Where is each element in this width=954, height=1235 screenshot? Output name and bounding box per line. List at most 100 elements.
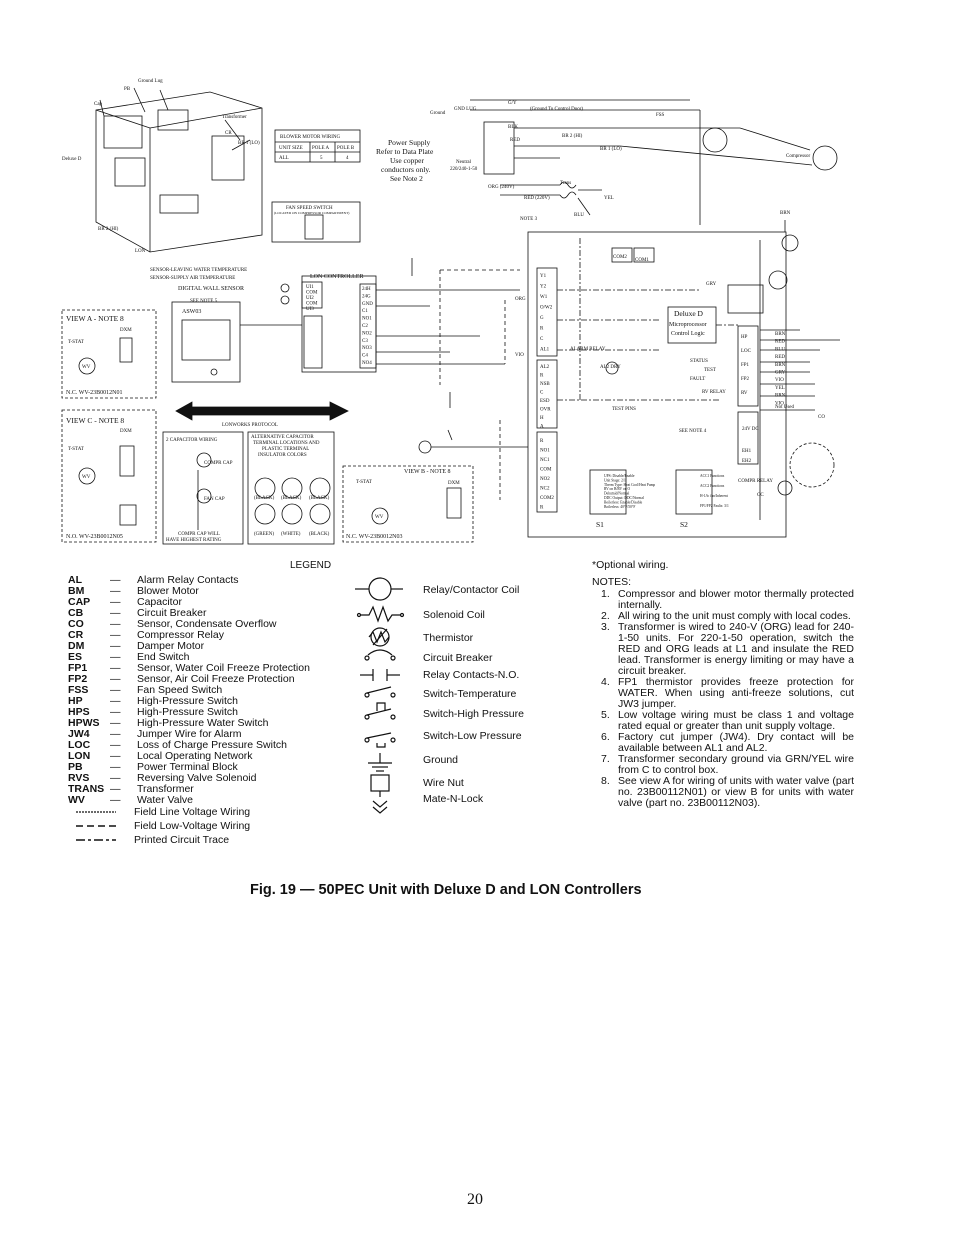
legend-entry: FP2—Sensor, Air Coil Freeze Protection	[68, 674, 295, 685]
unit-label-transformer: Transformer	[222, 115, 247, 120]
legend-desc: Fan Speed Switch	[137, 684, 223, 696]
switch-high-pressure-icon	[364, 702, 396, 720]
lon-terminal-left: UI3	[306, 307, 314, 312]
unit-control-box-illustration	[95, 87, 263, 253]
two-cap-title: 2 CAPACITOR WIRING	[166, 438, 218, 443]
legend-entry: CAP—Capacitor	[68, 597, 182, 608]
view-b-title: VIEW B - NOTE 8	[404, 469, 451, 475]
lon-terminal-left: UI1	[306, 285, 314, 290]
board-terminal-right: RV	[741, 391, 748, 396]
lon-controller-label: LON CONTROLLER	[310, 274, 364, 280]
right-side-components	[727, 220, 840, 496]
voltage-label: 220/240-1-50	[450, 167, 478, 172]
lon-terminal-right: C1	[362, 309, 368, 314]
terminal-p2: ESD	[540, 399, 550, 404]
terminal-p2: H	[540, 416, 544, 421]
legend-desc: Power Terminal Block	[137, 761, 238, 773]
legend-dash: —	[110, 607, 121, 619]
wire-color-blk: BLK	[508, 125, 518, 130]
view-a-part: N.C. WV-23B0012N01	[66, 390, 123, 396]
wire-color-gy: G/Y	[508, 101, 517, 106]
legend-desc: High-Pressure Water Switch	[137, 717, 269, 729]
sensor-lwt-label: SENSOR-LEAVING WATER TEMPERATURE	[150, 268, 247, 273]
line-type-desc: Field Low-Voltage Wiring	[134, 820, 251, 832]
cap-color-top-1: (BLACK)	[254, 496, 275, 501]
note-text: All wiring to the unit must comply with …	[618, 610, 851, 622]
line-type-entry: Field Line Voltage Wiring	[74, 806, 250, 818]
unit-label-ground-lug: Ground Lug	[138, 79, 163, 84]
al2-dry-label: AL2 DRY	[600, 365, 621, 370]
legend-desc: Compressor Relay	[137, 629, 224, 641]
compr-cap-label: COMPR CAP	[204, 461, 233, 466]
s2-switch-label: FP1/FP2 Faults: 3/1	[700, 504, 729, 508]
legend-desc: Sensor, Condensate Overflow	[137, 618, 277, 630]
blower-table-title: BLOWER MOTOR WIRING	[280, 135, 340, 140]
legend-abbr: CR	[68, 629, 84, 641]
legend-abbr: TRANS	[68, 783, 105, 795]
legend-desc: Transformer	[137, 783, 194, 795]
see-note5-label: SEE NOTE 5	[190, 299, 218, 304]
s1-switch-label: Dehumid/Normal	[604, 492, 629, 496]
legend-dash: —	[110, 629, 121, 641]
terminal-strips: Y1Y2W1O/W2GRCAL1AL2RNSBCESDOVRHARNO1NC1C…	[306, 274, 786, 511]
note-text: Transformer secondary ground via GRN/YEL…	[618, 753, 854, 776]
note-text: Factory cut jumper (JW4). Dry contact wi…	[618, 731, 854, 754]
view-c-dxm: DXM	[120, 429, 132, 434]
lon-controller-box	[280, 258, 520, 385]
symbol-label: Circuit Breaker	[423, 652, 493, 664]
blower-table-header-size: UNIT SIZE	[279, 146, 303, 151]
legend-desc: Alarm Relay Contacts	[137, 574, 239, 586]
unit-label-deluxe-d: Deluxe D	[62, 157, 82, 162]
circuit-breaker-icon	[364, 649, 396, 661]
legend-dash: —	[110, 684, 121, 696]
terminal-p3: NC2	[540, 487, 550, 492]
board-wire-color: BRN	[775, 363, 786, 368]
board-wire-color: YEL	[775, 386, 785, 391]
legend-abbr: CAP	[68, 596, 91, 608]
terminal-p1: O/W2	[540, 306, 553, 311]
legend-desc: High-Pressure Switch	[137, 695, 238, 707]
org-240v-label: ORG (240V)	[488, 185, 515, 190]
legend-abbr: HPWS	[68, 717, 100, 729]
note-number: 6.	[601, 731, 610, 743]
legend-entry: HP—High-Pressure Switch	[68, 696, 238, 707]
s1-switch-label: Boilerless: 40°F/50°F	[604, 505, 635, 509]
wire-color-yel: YEL	[604, 196, 614, 201]
note-number: 3.	[601, 621, 610, 633]
page-number: 20	[467, 1191, 483, 1208]
alarm-relay-label: ALARM RELAY	[570, 347, 606, 352]
wire-color-vio: VIO	[515, 353, 524, 358]
lon-terminal-left: UI2	[306, 296, 314, 301]
note-number: 5.	[601, 709, 610, 721]
control-logic-label: Control Logic	[671, 331, 705, 337]
lon-terminal-right: C4	[362, 354, 368, 359]
eh2-label: EH2	[742, 459, 752, 464]
lon-terminal-right: 24H	[362, 287, 371, 292]
fan-speed-subtitle: (LOCATED ON COMPRESSOR COMPARTMENT)	[274, 211, 350, 215]
lonworks-arrow	[175, 401, 349, 421]
microprocessor-label: Microprocessor	[669, 322, 707, 328]
cc-label: CC	[757, 493, 764, 498]
symbol-label: Switch-Temperature	[423, 688, 517, 700]
legend-desc: Capacitor	[137, 596, 182, 608]
legend-dash: —	[110, 662, 121, 674]
legend-entry: JW4—Jumper Wire for Alarm	[68, 729, 241, 740]
view-c-wv: WV	[82, 475, 91, 480]
legend-entry: LOC—Loss of Charge Pressure Switch	[68, 740, 287, 751]
legend-abbr: CB	[68, 607, 84, 619]
note3-label: NOTE 3	[520, 217, 538, 222]
terminal-p1: R	[540, 327, 544, 332]
unit-label-br2: BR 2 (HI)	[98, 227, 119, 232]
view-a-tstat: T-STAT	[68, 340, 84, 345]
legend-abbr: FSS	[68, 684, 89, 696]
compr-cap-will-2: HAVE HIGHEST RATING	[166, 538, 222, 543]
board-wire-color: VIO	[775, 378, 784, 383]
wire-color-brn: BRN	[780, 211, 791, 216]
s1-switch-label: Therm Type: Heat Cool/Heat Pump	[604, 483, 655, 487]
note-number: 1.	[601, 588, 610, 600]
legend-entry: TRANS—Transformer	[68, 784, 194, 795]
legend-entry: WV—Water Valve	[68, 795, 193, 806]
wire-color-gry: GRY	[706, 282, 717, 287]
legend-abbr: JW4	[68, 728, 90, 740]
terminal-p3: NC1	[540, 458, 550, 463]
